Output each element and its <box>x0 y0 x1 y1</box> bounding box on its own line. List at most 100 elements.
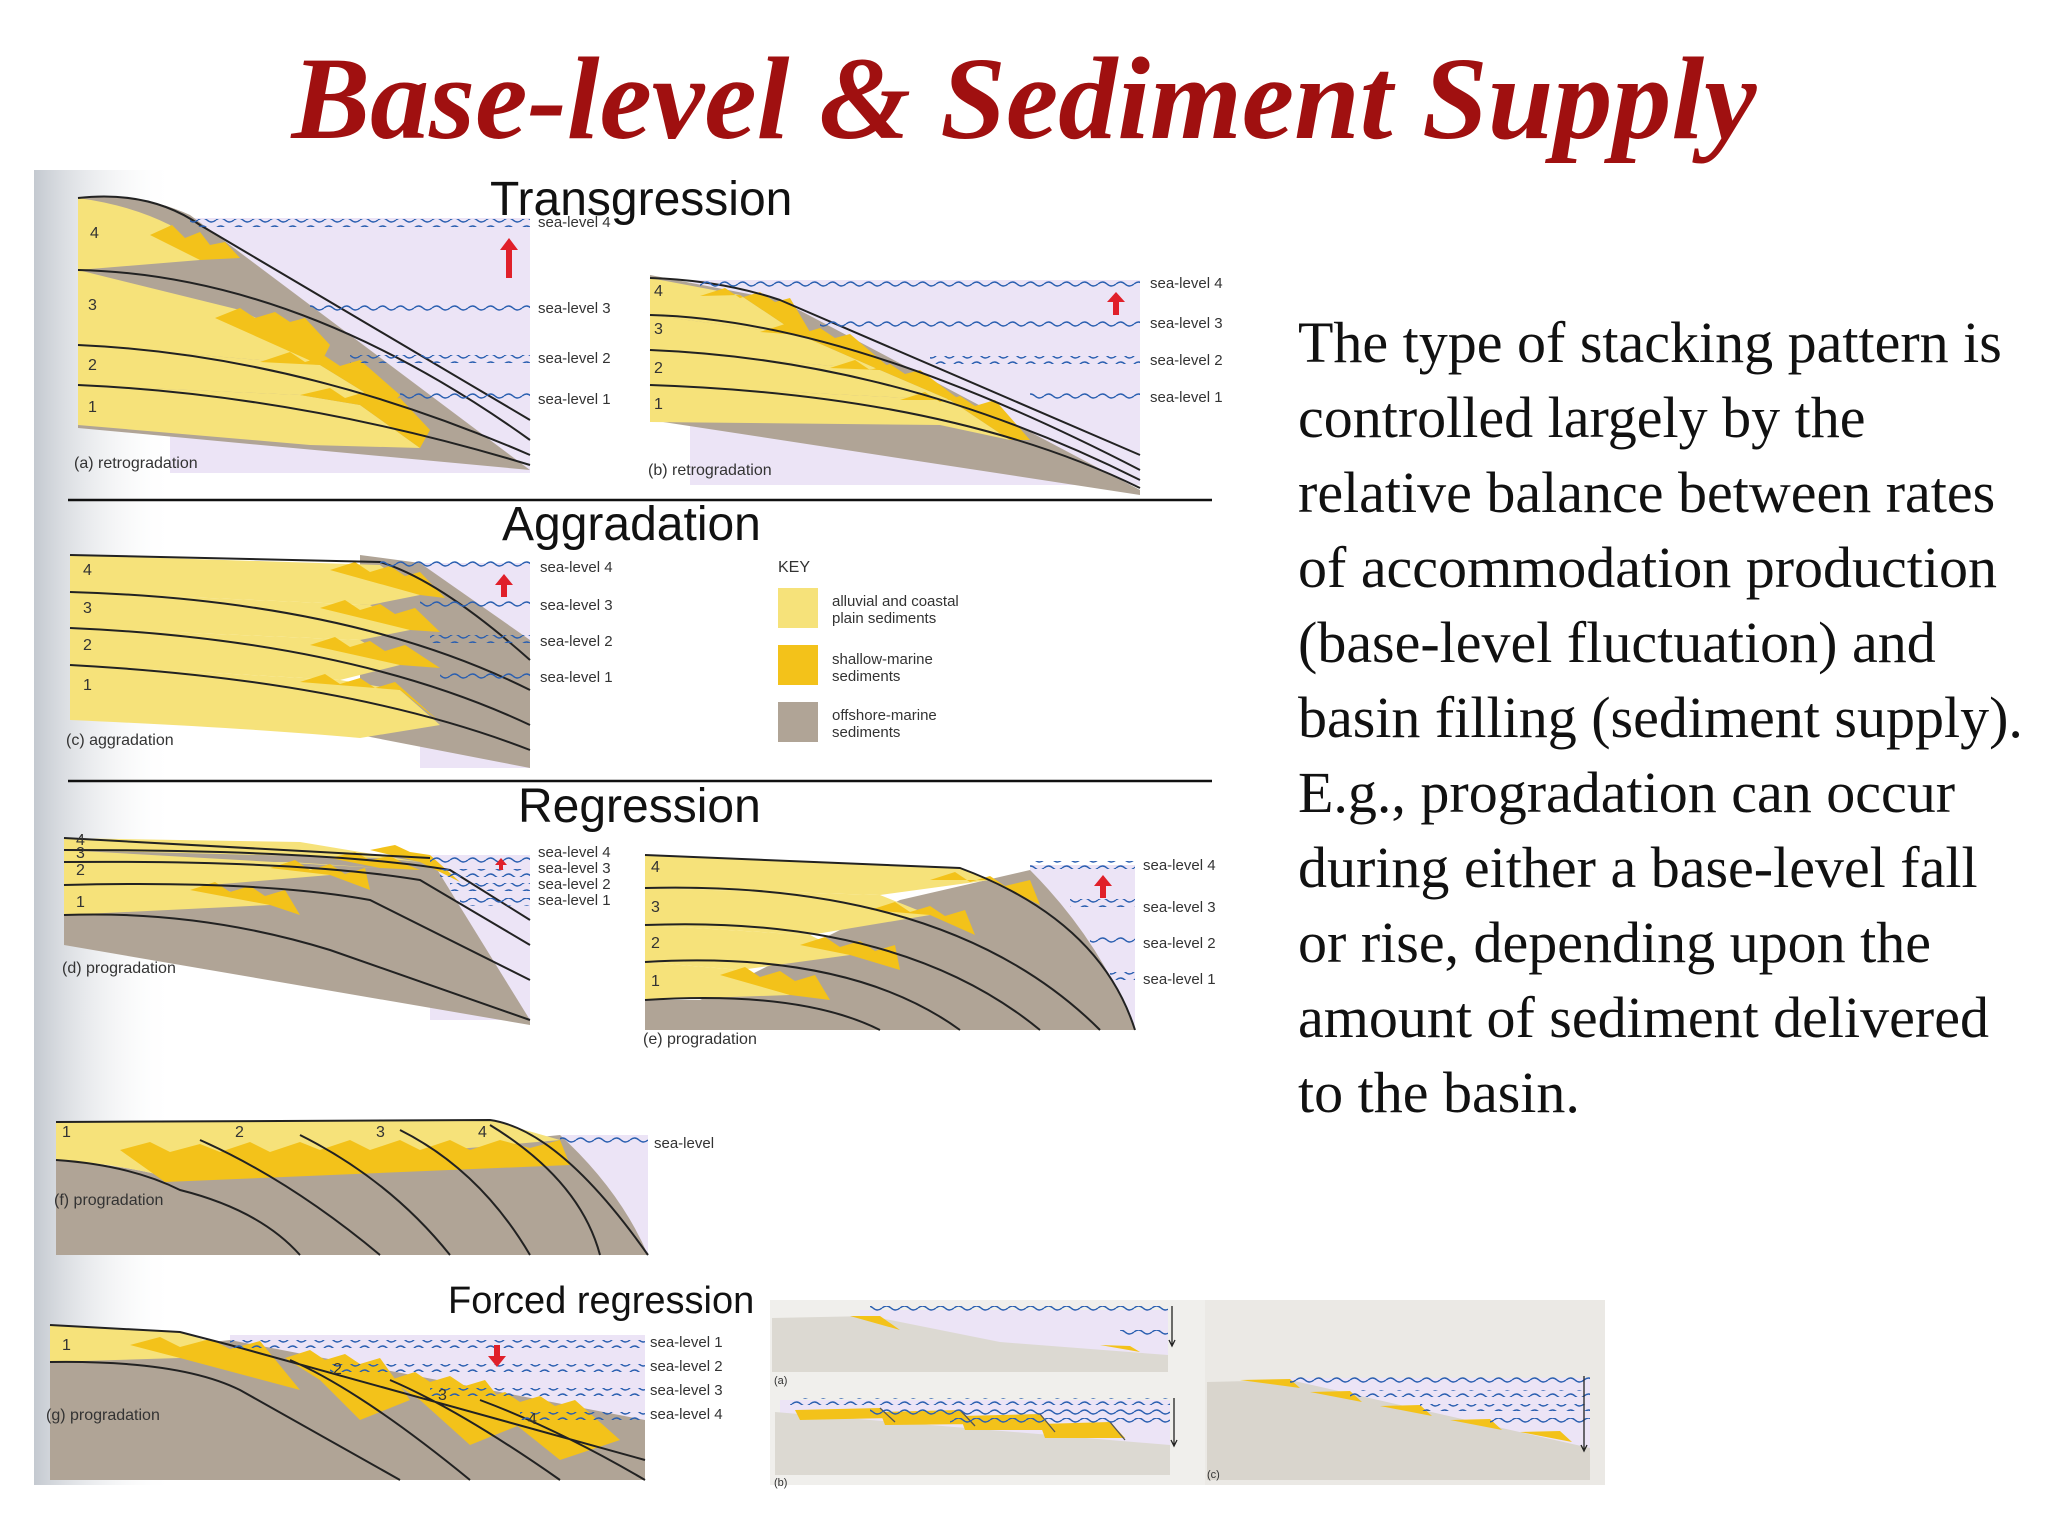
sea-surface <box>1090 935 1135 943</box>
shallow-marine-4 <box>700 288 810 335</box>
panel-c-aggradation: sea-level 4 sea-level 3 sea-level 2 sea-… <box>66 554 613 768</box>
rising-arrow-icon <box>495 858 507 870</box>
forced-regression-panels: (a) (b) (c) <box>770 1300 1605 1489</box>
sea-level-3-label: sea-level 3 <box>1150 315 1223 332</box>
unit-4 <box>650 278 800 335</box>
falling-arrow-icon <box>488 1345 506 1367</box>
sea-level-label: sea-level <box>654 1135 714 1152</box>
sea-level-2-label: sea-level 2 <box>538 876 611 893</box>
legend-title: KEY <box>778 559 810 576</box>
sea-surface <box>430 1388 645 1396</box>
unit-number: 1 <box>654 396 663 413</box>
sea-level-4-label: sea-level 4 <box>538 844 611 861</box>
legend-alluvial-line2: plain sediments <box>832 610 936 627</box>
legend: KEY alluvial and coastal plain sediments… <box>778 559 959 742</box>
shallow-marine-4 <box>370 845 460 882</box>
sea-surface <box>440 671 530 679</box>
unit-4 <box>78 198 200 270</box>
shallow-marine-1 <box>300 388 430 448</box>
sea-surface <box>700 279 1140 287</box>
shallow-marine-3 <box>760 324 890 370</box>
sea-level-3-label: sea-level 3 <box>650 1382 723 1399</box>
sea-level-4-label: sea-level 4 <box>650 1406 723 1423</box>
sea-level-3-label: sea-level 3 <box>1143 899 1216 916</box>
unit-boundaries <box>63 837 531 1021</box>
shallow-marine-1 <box>130 1337 300 1390</box>
shallow-marine-3 <box>215 308 330 365</box>
sea-level-4-label: sea-level 4 <box>1143 857 1216 874</box>
legend-swatch-offshore-marine <box>778 702 818 742</box>
unit-3 <box>64 850 380 868</box>
unit-number: 2 <box>76 862 85 879</box>
sea-surface <box>430 635 530 643</box>
slide-body-text: The type of stacking pattern is controll… <box>1298 310 2023 1125</box>
unit-number: 3 <box>76 845 85 862</box>
shallow-marine-2 <box>260 352 400 408</box>
unit-number: 1 <box>651 973 660 990</box>
legend-shallow-marine-line2: sediments <box>832 668 900 685</box>
caption-e: (e) progradation <box>643 1031 757 1048</box>
panel-b-retrogradation: sea-level 4 sea-level 3 sea-level 2 sea-… <box>648 275 1223 495</box>
unit-number: 2 <box>651 935 660 952</box>
heading-transgression: Transgression <box>490 173 792 226</box>
sea-surface <box>450 883 530 891</box>
caption-fr-a: (a) <box>774 1375 787 1387</box>
unit-number: 1 <box>62 1337 71 1354</box>
shallow-marine-3 <box>870 902 975 935</box>
unit-number: 4 <box>90 225 99 242</box>
panel-g-progradation: sea-level 1 sea-level 2 sea-level 3 sea-… <box>46 1324 723 1481</box>
caption-f: (f) progradation <box>54 1192 163 1209</box>
rising-arrow-icon <box>495 574 513 597</box>
heading-aggradation: Aggradation <box>502 498 761 551</box>
sea-surface <box>1030 392 1140 400</box>
unit-boundaries <box>649 277 1141 489</box>
shallow-marine-1 <box>720 967 830 1000</box>
seafloor <box>772 1316 1168 1372</box>
slide-title: Base-level & Sediment Supply <box>291 33 1757 164</box>
panel-d-progradation: sea-level 4 sea-level 3 sea-level 2 sea-… <box>62 832 611 1025</box>
sea-surface <box>1420 1404 1590 1411</box>
unit-number: 4 <box>654 283 663 300</box>
unit-number: 1 <box>62 1124 71 1141</box>
sea-level-2-label: sea-level 2 <box>1143 935 1216 952</box>
caption-g: (g) progradation <box>46 1407 160 1424</box>
caption-c: (c) aggradation <box>66 732 174 749</box>
panel-a-retrogradation: sea-level 4 sea-level 3 sea-level 2 sea-… <box>74 195 611 473</box>
sea-surface <box>1070 899 1135 907</box>
unit-3 <box>78 270 320 365</box>
unit-number: 3 <box>654 321 663 338</box>
sea-surface <box>380 561 530 569</box>
unit-boundaries <box>49 1324 646 1481</box>
caption-fr-c: (c) <box>1207 1469 1220 1481</box>
caption-d: (d) progradation <box>62 960 176 977</box>
unit-3 <box>650 315 880 370</box>
unit-number: 2 <box>333 1361 342 1378</box>
falling-arrow-icon <box>1168 1306 1176 1348</box>
seafloor <box>775 1412 1170 1475</box>
sea-surface <box>400 392 530 400</box>
unit-number: 3 <box>83 600 92 617</box>
unit-number: 2 <box>88 357 97 374</box>
unit-number: 2 <box>235 1124 244 1141</box>
unit-4 <box>645 855 990 895</box>
unit-number: 2 <box>83 637 92 654</box>
legend-swatch-alluvial <box>778 588 818 628</box>
falling-arrow-icon <box>1580 1376 1588 1453</box>
sea-level-3-label: sea-level 3 <box>538 300 611 317</box>
sea-level-4-label: sea-level 4 <box>1150 275 1223 292</box>
sea-surface <box>310 305 530 313</box>
sea-surface <box>350 355 530 363</box>
panel-e-progradation: sea-level 4 sea-level 3 sea-level 2 sea-… <box>643 854 1216 1048</box>
legend-alluvial-line1: alluvial and coastal <box>832 593 959 610</box>
heading-regression: Regression <box>518 780 761 833</box>
sea-surface <box>870 1408 1170 1415</box>
sea-level-2-label: sea-level 2 <box>1150 352 1223 369</box>
unit-number: 2 <box>654 360 663 377</box>
shallow-marine-1 <box>300 674 440 722</box>
unit-3 <box>645 888 930 935</box>
clinoform-boundaries <box>55 1118 649 1256</box>
sea-surface <box>1290 1376 1590 1383</box>
sea-surface <box>230 1340 645 1348</box>
unit-number: 4 <box>528 1411 537 1428</box>
